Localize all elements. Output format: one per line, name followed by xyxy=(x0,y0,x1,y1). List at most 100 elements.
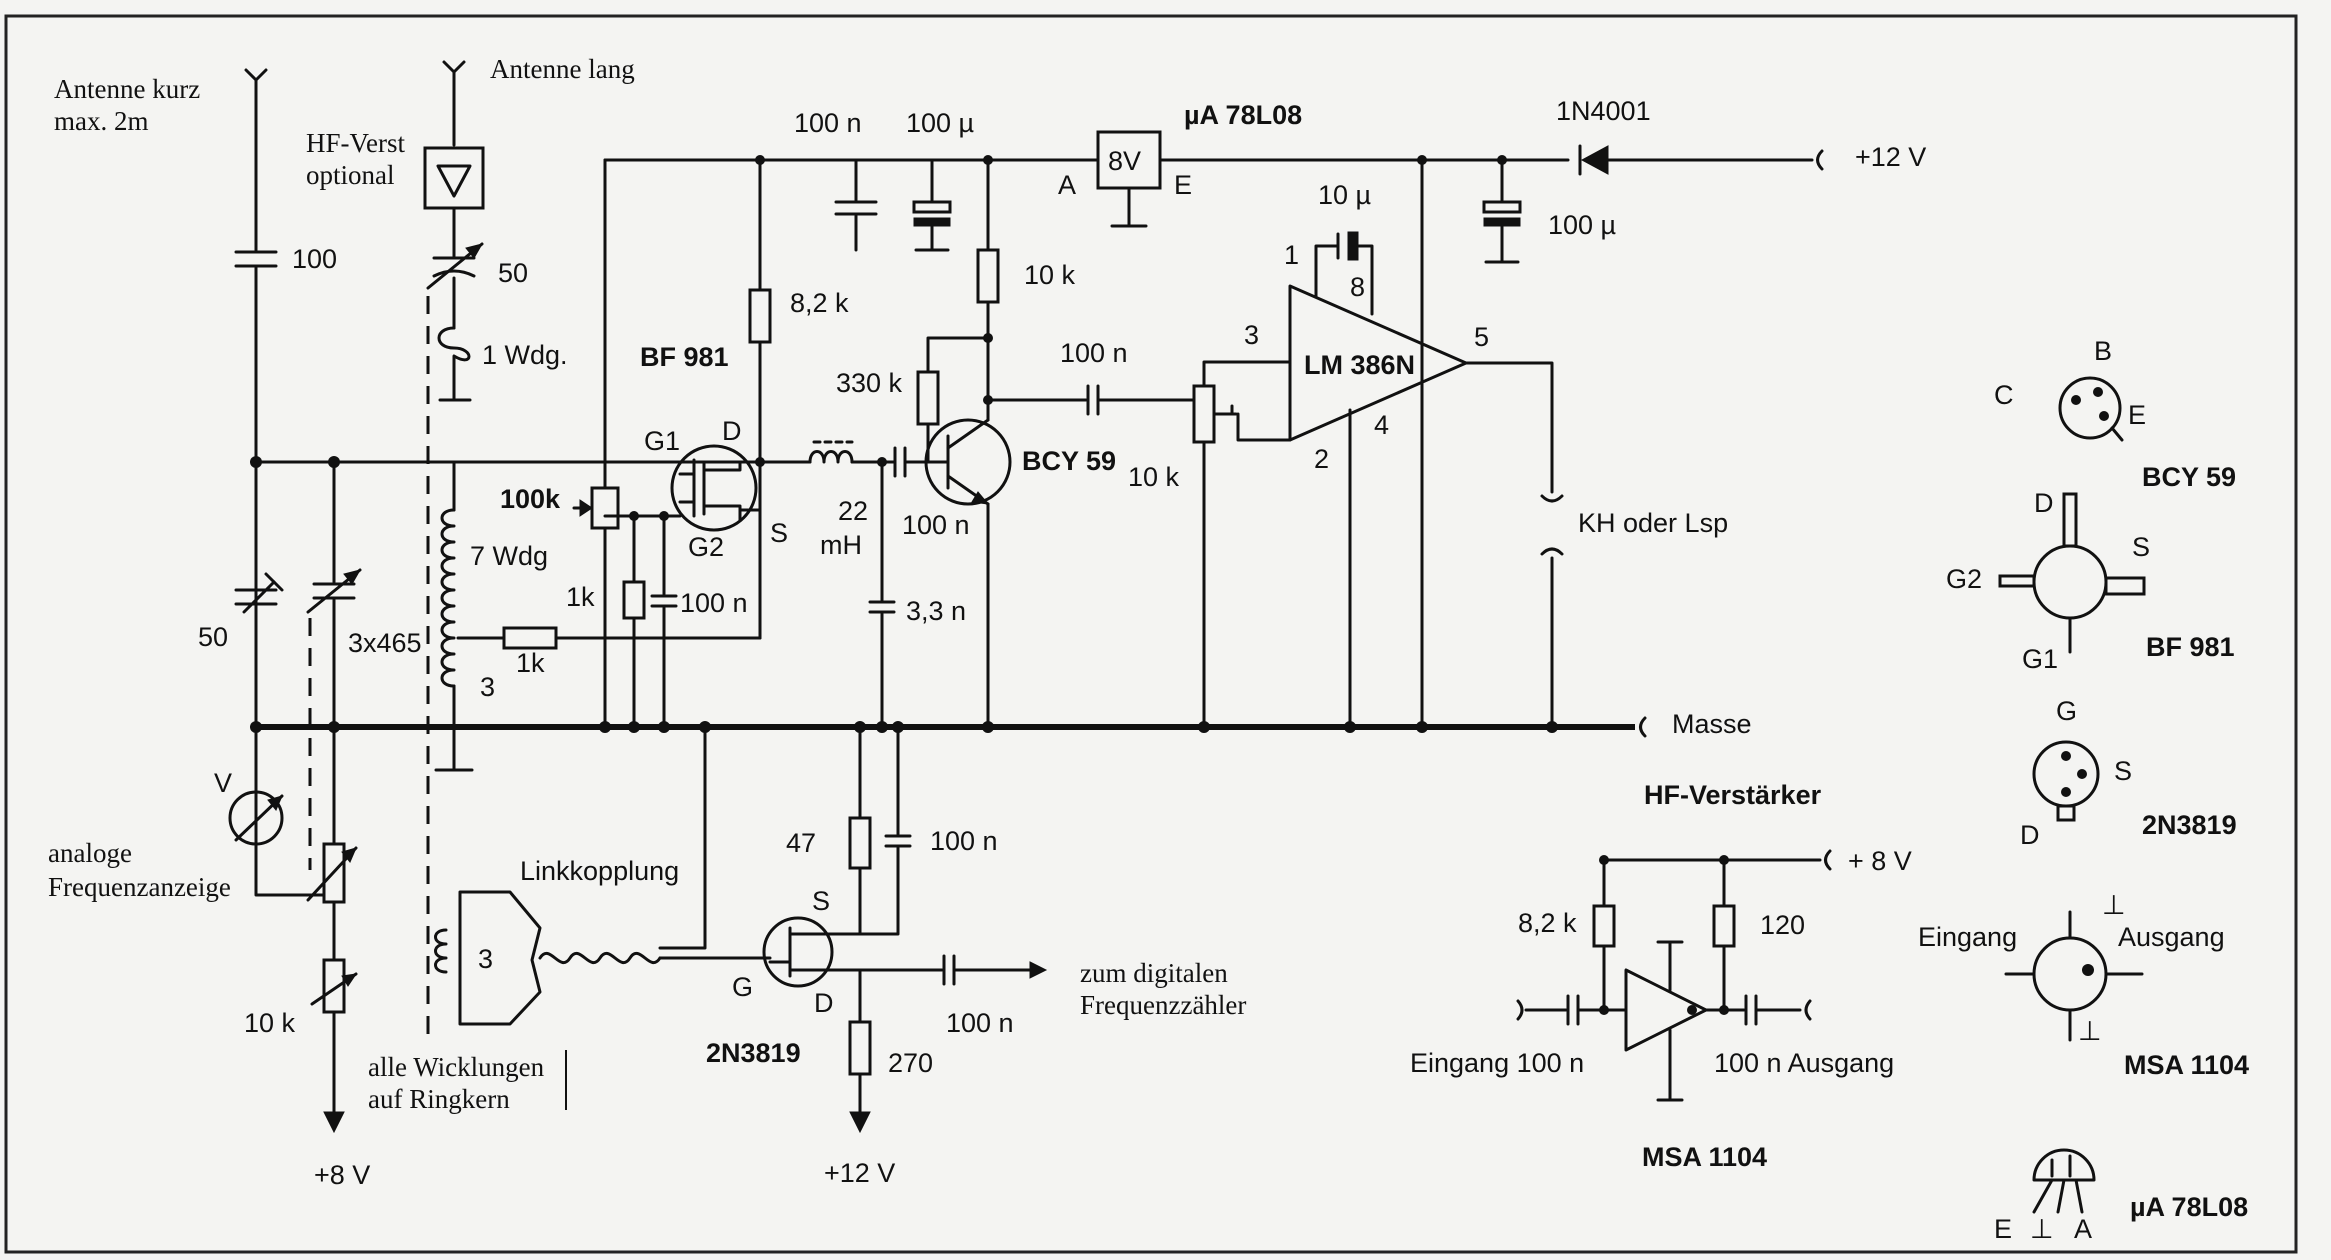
cap-top1-label: 100 n xyxy=(794,108,862,138)
pot-100k xyxy=(590,486,620,530)
resistor-1k-gate xyxy=(622,580,646,620)
pinout-ua-e: E xyxy=(1994,1214,2012,1244)
hf-amp-title: HF-Verstärker xyxy=(1644,780,1822,810)
amp-output-label: 100 n Ausgang xyxy=(1714,1048,1894,1078)
coil-7wdg-label: 7 Wdg xyxy=(470,541,548,571)
regulator-pin-a: A xyxy=(1058,170,1076,200)
link-label: Linkkopplung xyxy=(520,856,679,886)
regulator-pin-e: E xyxy=(1174,170,1192,200)
link-twisted-wire xyxy=(538,951,662,965)
resistor-47-label: 47 xyxy=(786,828,816,858)
pinout-bcy59 xyxy=(2058,376,2122,440)
amp-resistor-120 xyxy=(1712,904,1736,948)
digital-counter-label-2: Frequenzzähler xyxy=(1080,990,1246,1020)
bf981-g1: G1 xyxy=(644,426,680,456)
pinout-2n3819-name: 2N3819 xyxy=(2142,810,2237,840)
amp-resistor-120-label: 120 xyxy=(1760,910,1805,940)
lm386-pin8: 8 xyxy=(1350,272,1365,302)
lm386-pin2: 2 xyxy=(1314,444,1329,474)
bcy59-label: BCY 59 xyxy=(1022,446,1116,476)
pot-100k-label: 100k xyxy=(500,484,561,514)
bf981-d: D xyxy=(722,416,742,446)
n2n3819-label: 2N3819 xyxy=(706,1038,801,1068)
analog-display-label-2: Frequenzanzeige xyxy=(48,872,231,902)
pinout-bcy59-name: BCY 59 xyxy=(2142,462,2236,492)
resistor-10k-top-label: 10 k xyxy=(1024,260,1076,290)
cap-100n-gate-label: 100 n xyxy=(680,588,748,618)
antenna-long-label: Antenne lang xyxy=(490,54,635,84)
choke-unit: mH xyxy=(820,530,862,560)
cap-src-label: 100 n xyxy=(930,826,998,856)
regulator-name: µA 78L08 xyxy=(1184,100,1302,130)
pinout-ua-gnd: ⊥ xyxy=(2030,1214,2054,1244)
pinout-2n3819-d: D xyxy=(2020,820,2040,850)
resistor-1k-tap xyxy=(502,626,558,650)
speaker-label: KH oder Lsp xyxy=(1578,508,1728,538)
antenna-short-label: Antenne kurz xyxy=(54,74,200,104)
pinout-msa-out: Ausgang xyxy=(2118,922,2225,952)
speaker-terminal-top xyxy=(1540,494,1564,503)
pinout-bf981-g1: G1 xyxy=(2022,644,2058,674)
n2n3819-s: S xyxy=(812,886,830,916)
pinout-ua78l08 xyxy=(2032,1148,2096,1182)
supply-8v-amp-label: + 8 V xyxy=(1848,846,1912,876)
bf981-g2: G2 xyxy=(688,532,724,562)
cap-3n3-label: 3,3 n xyxy=(906,596,966,626)
resistor-8k2 xyxy=(748,288,772,344)
schematic-frame xyxy=(4,14,2298,1254)
pinout-2n3819-s: S xyxy=(2114,756,2132,786)
amp-resistor-8k2 xyxy=(1592,904,1616,948)
amp-input-label: Eingang 100 n xyxy=(1410,1048,1584,1078)
regulator-box xyxy=(1096,130,1162,190)
hf-optional-label-1: HF-Verst xyxy=(306,128,405,158)
cap-right xyxy=(1482,200,1522,214)
coil-7wdg xyxy=(440,508,456,688)
hf-optional-label-2: optional xyxy=(306,160,395,190)
pinout-msa-name: MSA 1104 xyxy=(2124,1050,2249,1080)
resistor-1k-tap-label: 1k xyxy=(516,648,545,678)
lm386-pin1: 1 xyxy=(1284,240,1299,270)
cap-right-label: 100 µ xyxy=(1548,210,1616,240)
pinout-bcy59-b: B xyxy=(2094,336,2112,366)
resistor-330k xyxy=(916,370,940,426)
resistor-47 xyxy=(848,816,872,870)
bcy59-transistor xyxy=(924,418,1012,506)
pinout-2n3819-g: G xyxy=(2056,696,2077,726)
meter-label: V xyxy=(214,768,232,798)
link-turns-label: 3 xyxy=(478,944,493,974)
emitter-cap-label: 100 n xyxy=(902,510,970,540)
pinout-bf981-g2: G2 xyxy=(1946,564,1982,594)
svg-text:⊥: ⊥ xyxy=(2102,890,2126,920)
pinout-bf981-name: BF 981 xyxy=(2146,632,2235,662)
n2n3819-transistor xyxy=(762,916,834,988)
bf981-transistor xyxy=(670,444,758,532)
resistor-270-label: 270 xyxy=(888,1048,933,1078)
resistor-8k2-label: 8,2 k xyxy=(790,288,849,318)
pinout-bcy59-e: E xyxy=(2128,400,2146,430)
coil-1wdg xyxy=(437,326,471,402)
pinout-bcy59-c: C xyxy=(1994,380,2014,410)
choke-22mh xyxy=(808,450,854,464)
digital-counter-label-1: zum digitalen xyxy=(1080,958,1228,988)
hf-amp-optional-box xyxy=(423,146,485,210)
supply-12v-top-label: +12 V xyxy=(1855,142,1926,172)
lm386-pin3: 3 xyxy=(1244,320,1259,350)
n2n3819-g: G xyxy=(732,972,753,1002)
cap-antenna-label: 100 xyxy=(292,244,337,274)
resistor-270 xyxy=(848,1020,872,1076)
coil-core-label: 3x465 xyxy=(348,628,422,658)
cap-digital-label: 100 n xyxy=(946,1008,1014,1038)
pinout-ua-name: µA 78L08 xyxy=(2130,1192,2248,1222)
ground-label: Masse xyxy=(1672,709,1752,739)
speaker-terminal-bottom xyxy=(1540,547,1564,556)
pot-volume xyxy=(1192,384,1216,444)
choke-value: 22 xyxy=(838,496,868,526)
supply-12v-bottom-label: +12 V xyxy=(824,1158,895,1188)
windings-label-1: alle Wicklungen xyxy=(368,1052,545,1082)
cap-top2 xyxy=(912,200,952,214)
amp-resistor-8k2-label: 8,2 k xyxy=(1518,908,1577,938)
pinout-bf981-d: D xyxy=(2034,488,2054,518)
pinout-msa-in: Eingang xyxy=(1918,922,2017,952)
analog-display-label-1: analoge xyxy=(48,838,132,868)
pot-volume-label: 10 k xyxy=(1128,462,1180,492)
